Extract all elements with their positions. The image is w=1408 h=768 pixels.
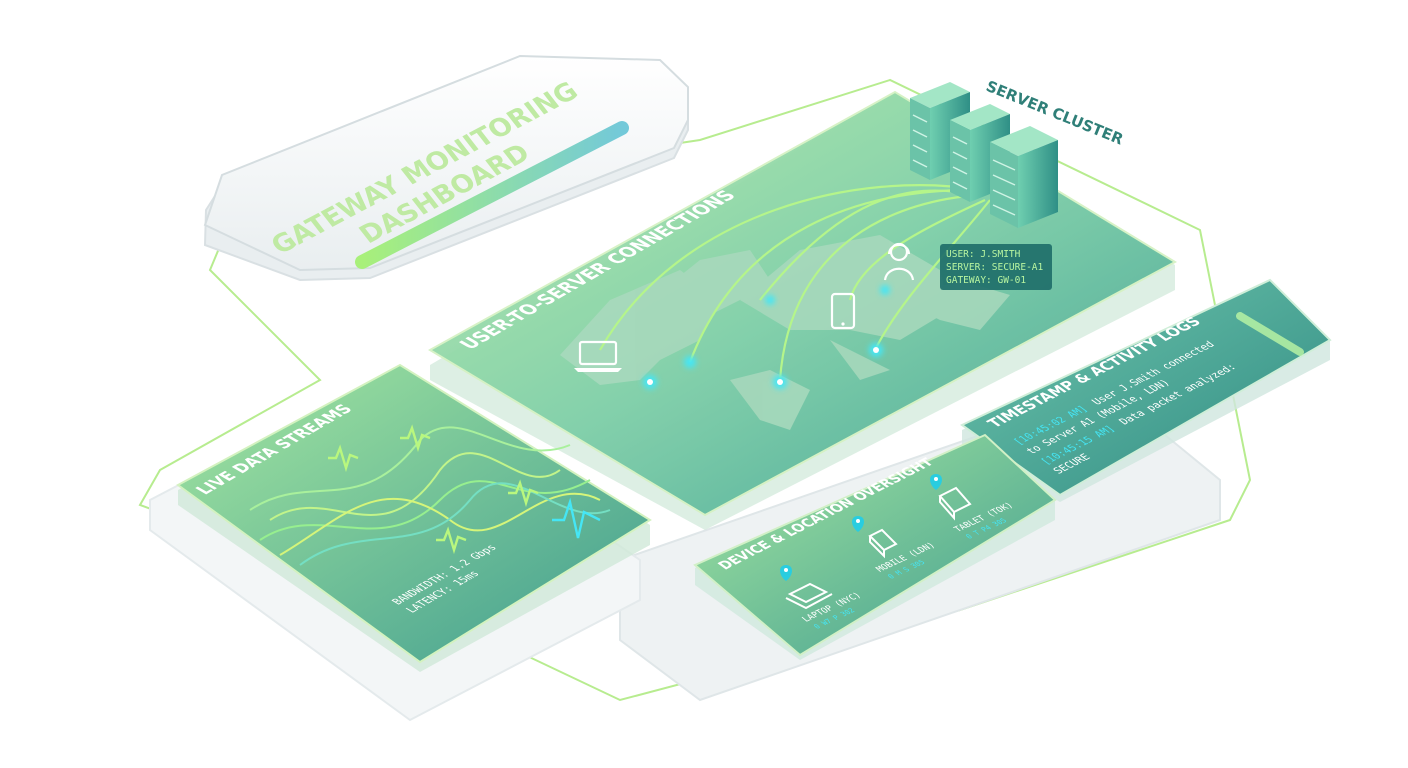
location-nodes: [643, 285, 890, 389]
title-card: GATEWAY MONITORING DASHBOARD: [203, 54, 689, 282]
connections-panel: USER-TO-SERVER CONNECTIONS: [427, 90, 1178, 530]
server-rack-icon: [990, 126, 1058, 228]
session-server: SERVER: SECURE-A1: [946, 262, 1044, 273]
connection-lines: [599, 184, 991, 381]
map-pin-icon: [930, 474, 942, 490]
session-info-box[interactable]: USER: J.SMITH SERVER: SECURE-A1 GATEWAY:…: [940, 244, 1052, 290]
user-headset-icon[interactable]: [883, 242, 915, 281]
mobile-device-icon: [868, 528, 898, 559]
session-gateway: GATEWAY: GW-01: [946, 275, 1026, 286]
logs-scrollbar[interactable]: [1236, 312, 1304, 356]
logs-panel: TIMESTAMP & ACTIVITY LOGS [10:45:02 AM] …: [960, 278, 1332, 502]
heartbeat-icons: [328, 424, 601, 555]
map-pin-icon: [780, 565, 792, 581]
mobile-icon[interactable]: [830, 292, 856, 330]
tablet-device-icon: [938, 486, 972, 521]
map-pin-icon: [852, 516, 864, 532]
title-accent-bar: [355, 121, 629, 269]
laptop-icon[interactable]: [574, 340, 622, 372]
laptop-device-icon: [785, 582, 833, 610]
session-user: USER: J.SMITH: [946, 249, 1021, 260]
